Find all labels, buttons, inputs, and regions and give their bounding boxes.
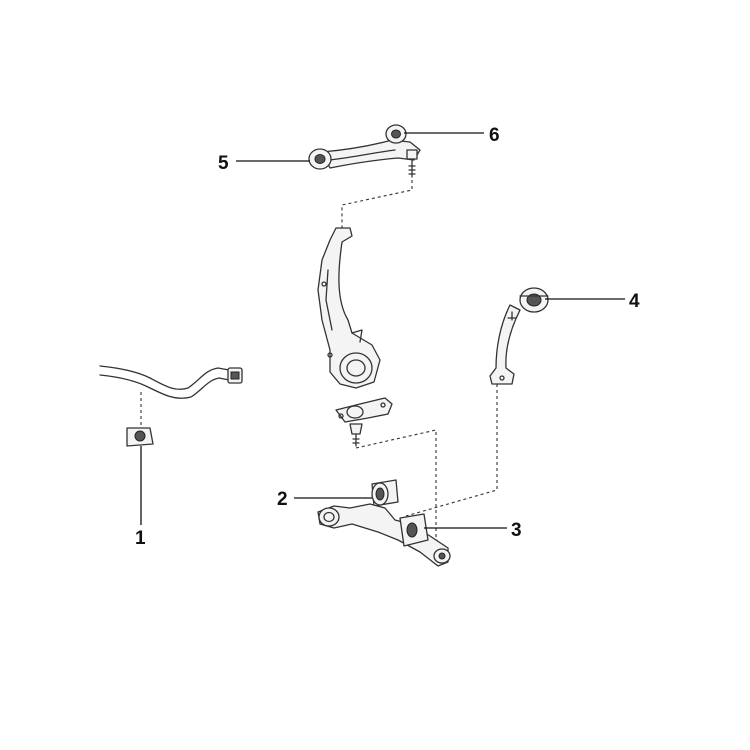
lower-control-arm <box>317 503 451 567</box>
upper-control-arm <box>308 124 421 178</box>
stabilizer-bushing <box>126 427 154 447</box>
lower-arm-bushing <box>371 479 399 507</box>
callout-2: 2 <box>277 489 288 510</box>
callout-6: 6 <box>489 125 500 146</box>
callout-3: 3 <box>511 520 522 541</box>
lower-ball-joint <box>335 397 393 447</box>
tension-rod <box>489 287 549 385</box>
stabilizer-bar <box>99 365 243 399</box>
steering-knuckle <box>317 227 381 389</box>
assembly-line-upper <box>341 180 413 232</box>
assembly-line-strut <box>405 384 498 517</box>
callout-1: 1 <box>135 528 146 549</box>
callout-4: 4 <box>629 291 640 312</box>
callout-5: 5 <box>218 153 229 174</box>
